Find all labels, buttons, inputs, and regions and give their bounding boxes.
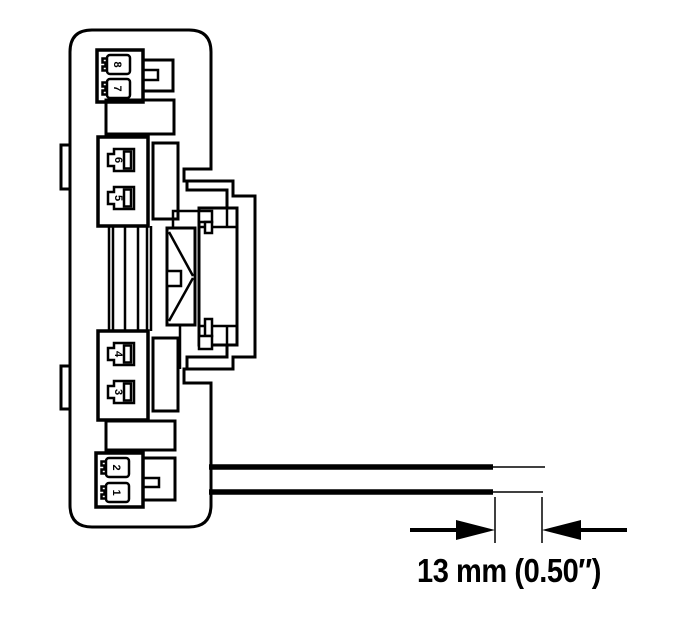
terminal-block-2-1: 2 1 (94, 451, 145, 509)
terminal-block-6-5: 6 5 (96, 135, 150, 228)
terminal-cavity-7: 7 (101, 77, 132, 100)
terminal-number-4: 4 (112, 351, 124, 358)
spacer-box-bottom (104, 419, 177, 452)
clip-finger-bottom (203, 317, 214, 338)
latch-arrow-lower-diagonal (167, 277, 195, 322)
dimension-label: 13 mm (0.50″) (417, 552, 601, 589)
housing-internal-structure (104, 58, 180, 502)
latch-module (165, 209, 199, 369)
terminal-block-outline (96, 135, 150, 228)
clip-finger-top (203, 220, 214, 235)
terminal-number-7: 7 (111, 85, 123, 91)
side-box-upper (151, 141, 180, 221)
terminal-number-2: 2 (110, 464, 122, 470)
terminal-number-3: 3 (112, 389, 124, 395)
terminal-block-4-3: 4 3 (96, 329, 150, 422)
housing-outline (68, 28, 257, 529)
terminal-number-5: 5 (112, 195, 124, 201)
terminal-number-8: 8 (111, 61, 123, 67)
dimension-arrow-left-icon (410, 520, 495, 540)
bracket-body (197, 206, 239, 347)
left-tab-upper (59, 143, 72, 191)
bracket-arm-bottom (185, 345, 229, 369)
terminal-number-1: 1 (110, 489, 122, 495)
terminal-block-outline (96, 329, 150, 422)
latch-arrow-upper-diagonal (167, 231, 195, 277)
terminal-block-outline (95, 48, 145, 104)
clip-hook-top (197, 209, 214, 224)
dimension-arrow-right-icon (542, 520, 627, 540)
terminal-cavity-1: 1 (100, 481, 131, 504)
terminal-cavity-2: 2 (100, 456, 131, 479)
clip-hook-bottom (197, 334, 214, 351)
connector-housing (59, 28, 257, 529)
terminal-cavity-3: 3 (106, 379, 136, 405)
latch-finger-bottom (143, 476, 161, 489)
terminal-cavity-4: 4 (106, 341, 136, 367)
terminal-block-8-7: 8 7 (95, 48, 145, 104)
bracket-arm-top (185, 181, 229, 208)
spacer-box-top (104, 98, 176, 136)
wire-leads (209, 464, 545, 495)
guide-rails (107, 226, 153, 331)
latch-link-top (171, 209, 199, 228)
terminal-cavity-6: 6 (106, 147, 136, 173)
left-tab-lower (59, 364, 72, 411)
latch-module-notch (165, 269, 183, 288)
side-box-lower (151, 336, 180, 413)
terminal-block-outline (94, 451, 145, 509)
dimension-annotation: 13 mm (0.50″) (410, 497, 627, 589)
terminal-number-6: 6 (112, 157, 124, 163)
terminal-cavity-5: 5 (106, 185, 136, 211)
mating-bracket-assembly (185, 181, 239, 369)
latch-finger-top (143, 68, 160, 82)
terminal-cavity-8: 8 (101, 53, 132, 76)
